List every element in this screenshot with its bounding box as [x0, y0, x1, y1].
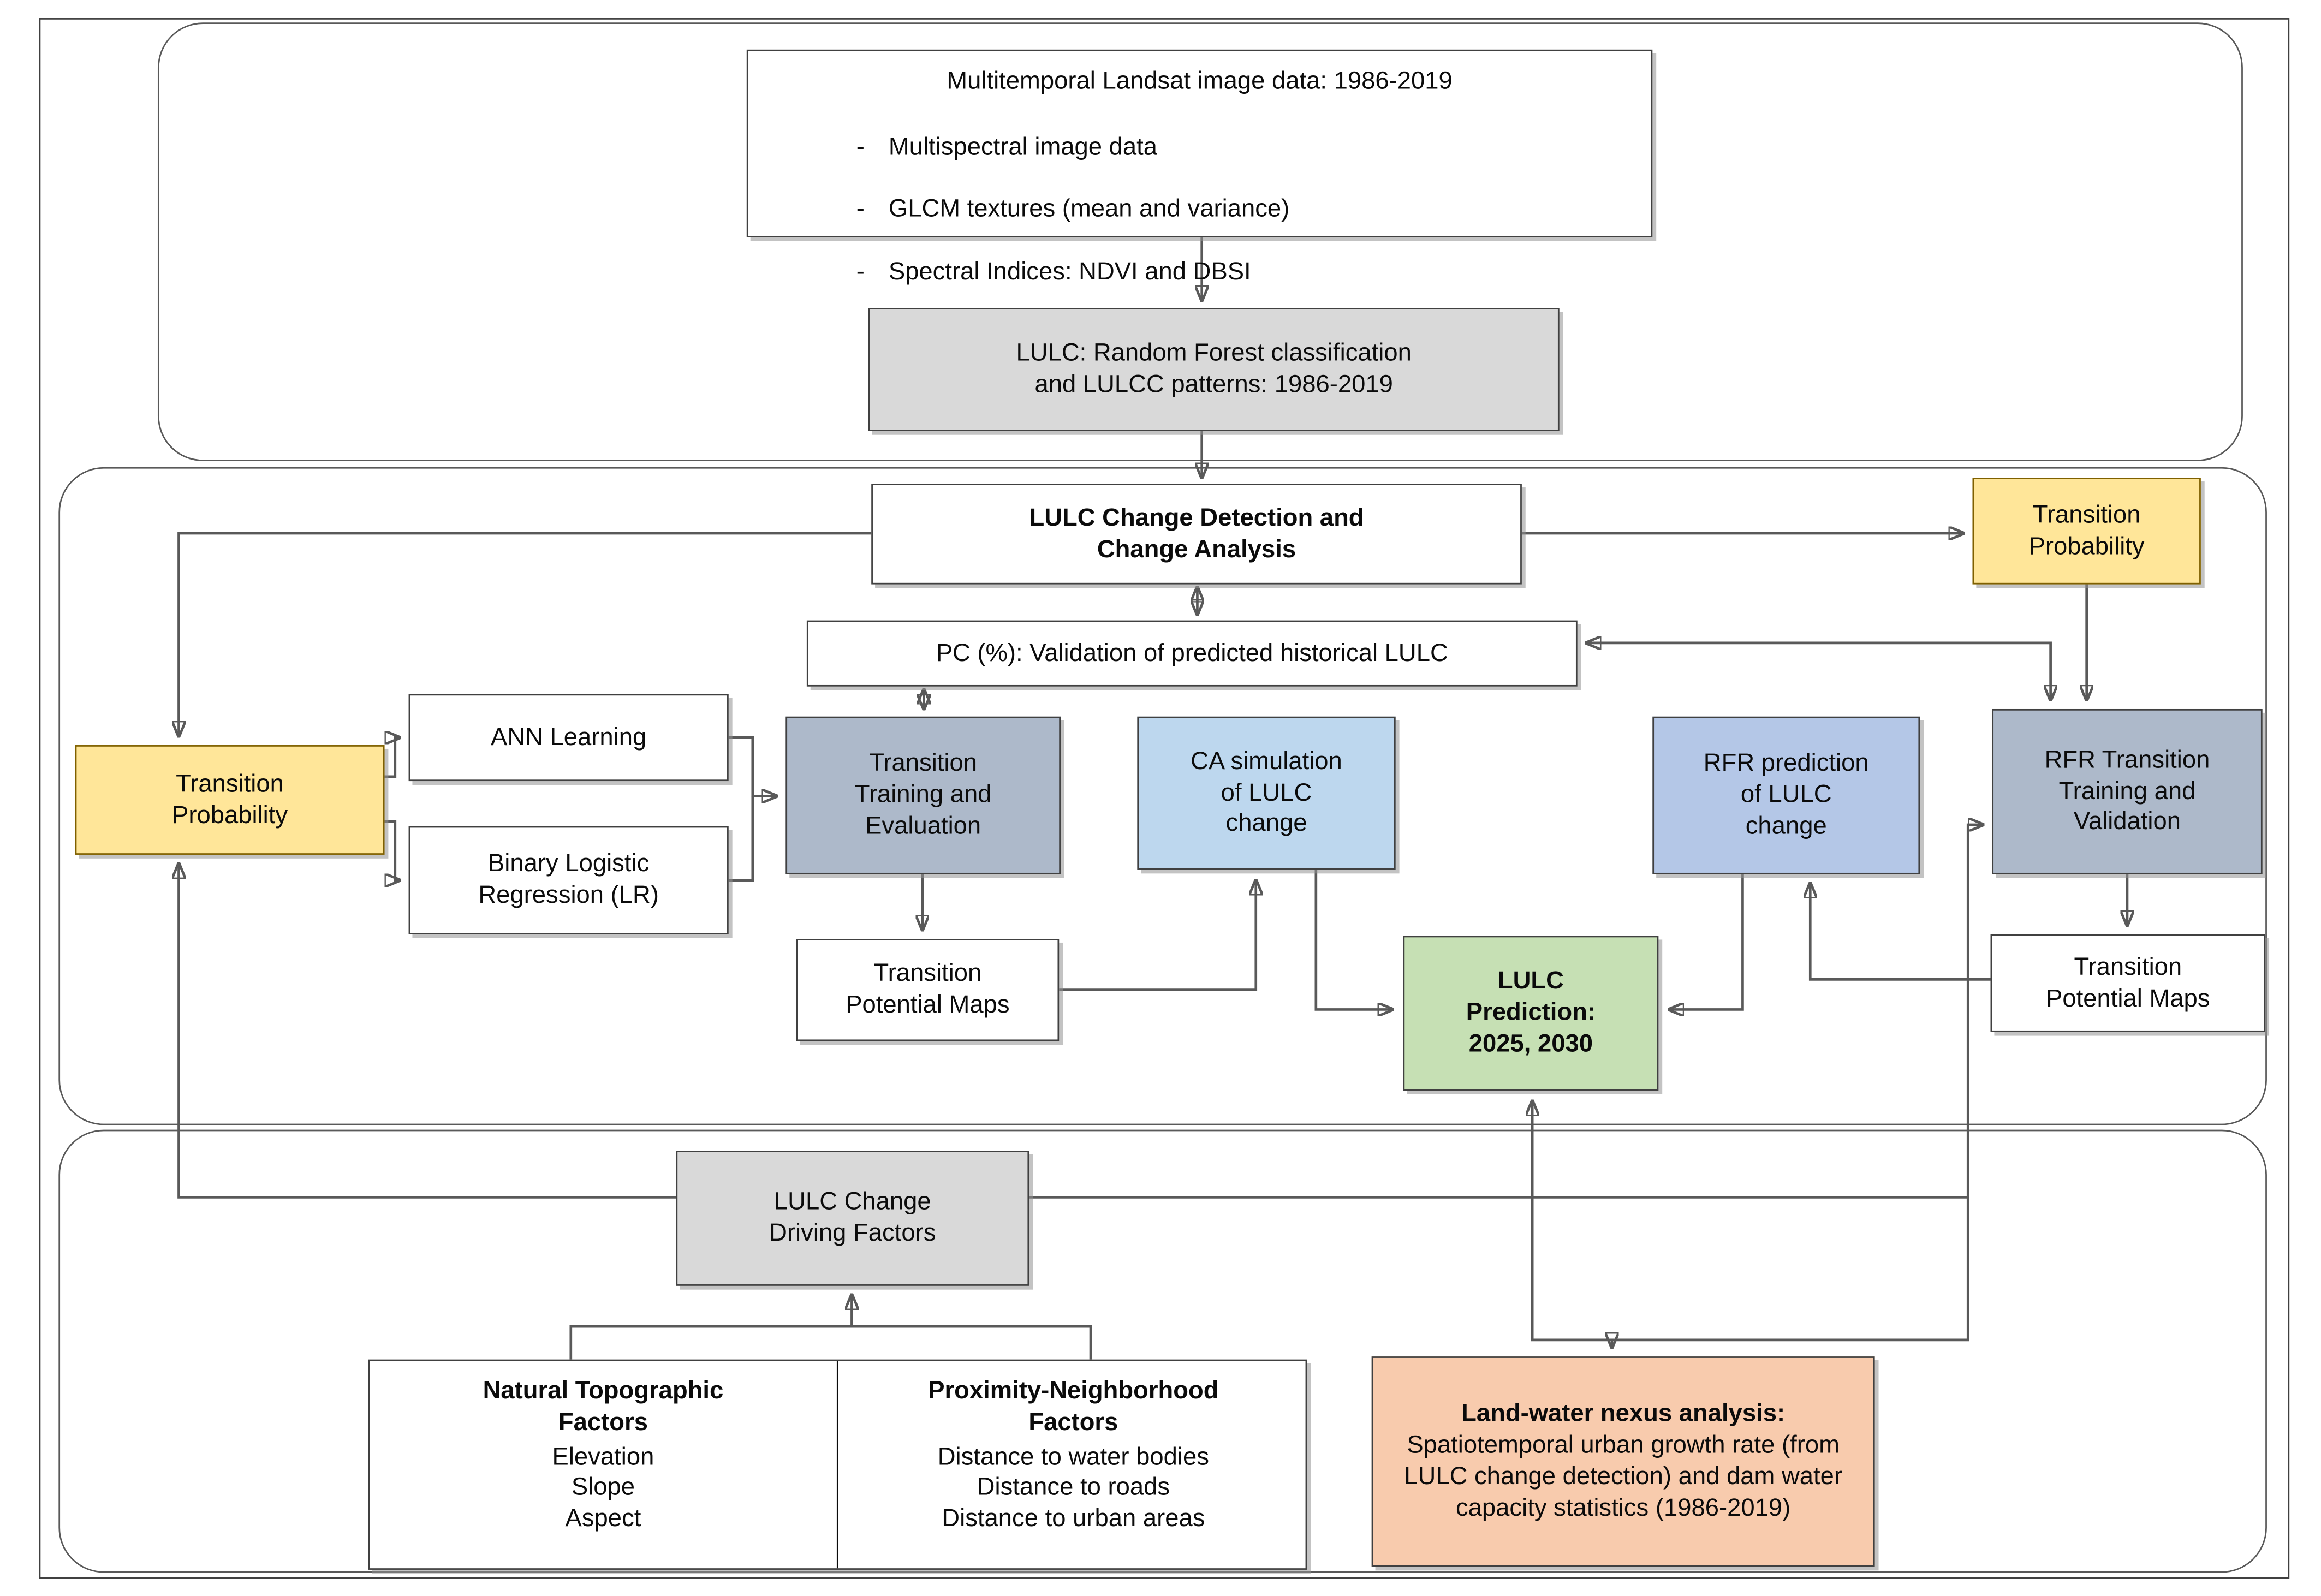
flow-node-rfr-transition-training: RFR Transition Training and Validation [1992, 708, 2263, 874]
connector-tpleft-to-binary [384, 820, 400, 880]
connector-rfrtransition-pc-bidir [1586, 643, 2050, 700]
flow-node-land-water-nexus: Land-water nexus analysis: Spatiotempora… [1371, 1356, 1875, 1567]
connector-binary-join [728, 796, 754, 882]
flow-node-potential-maps-left: Transition Potential Maps [796, 939, 1060, 1041]
proximity-neighborhood-cell: Proximity-Neighborhood Factors Distance … [838, 1361, 1308, 1568]
proximity-factors-items: Distance to water bodies Distance to roa… [838, 1442, 1308, 1535]
landsat-bullet: - Spectral Indices: NDVI and DBSI [856, 257, 1290, 288]
connector-tpleft-to-ann [384, 737, 400, 778]
flow-node-change-detection: LULC Change Detection and Change Analysi… [871, 484, 1522, 585]
connector-rfrpred-to-prediction [1669, 874, 1744, 1010]
bullet-text: Multispectral image data [888, 133, 1158, 160]
stage-drivers-container [58, 1129, 2267, 1573]
natural-factors-items: Elevation Slope Aspect [370, 1442, 837, 1535]
factor-item: Slope [571, 1474, 635, 1502]
bullet-dash: - [856, 258, 865, 285]
flow-node-pc-validation: PC (%): Validation of predicted historic… [806, 620, 1578, 687]
connector-driving-to-rfrtransition [1029, 825, 1983, 1199]
stage-modelling-container [58, 467, 2267, 1125]
outer-frame [39, 18, 2290, 1579]
factor-item: Aspect [565, 1505, 641, 1533]
factor-item: Distance to water bodies [937, 1443, 1210, 1470]
flow-node-binary-logistic-regression: Binary Logistic Regression (LR) [408, 826, 729, 934]
bullet-dash: - [856, 195, 865, 223]
flow-node-transition-probability-right: Transition Probability [1972, 478, 2201, 585]
land-water-title: Land-water nexus analysis: [1461, 1401, 1786, 1428]
landsat-bullet: - GLCM textures (mean and variance) [856, 194, 1290, 225]
factor-item: Elevation [552, 1443, 654, 1470]
factor-item: Distance to roads [977, 1474, 1170, 1502]
bullet-text: GLCM textures (mean and variance) [888, 195, 1290, 223]
flow-node-rfr-prediction: RFR prediction of LULC change [1652, 716, 1920, 874]
connector-ann-join [728, 736, 777, 796]
natural-topographic-cell: Natural Topographic Factors Elevation Sl… [370, 1361, 838, 1569]
connector-detection-to-tpleft [178, 532, 872, 736]
flow-node-driving-factors: LULC Change Driving Factors [676, 1151, 1029, 1286]
land-water-body: Spatiotemporal urban growth rate (from L… [1404, 1432, 1843, 1522]
stage-classification-container [157, 22, 2243, 461]
flow-node-lulc-random-forest: LULC: Random Forest classification and L… [868, 308, 1560, 431]
flow-node-landsat-data: Multitemporal Landsat image data: 1986-2… [746, 49, 1653, 285]
connector-loop-to-prediction [1532, 1101, 1969, 1342]
flow-node-transition-probability-left: Transition Probability [75, 745, 385, 855]
bullet-dash: - [856, 133, 865, 160]
connector-casim-to-prediction [1314, 870, 1392, 1009]
flow-node-ca-simulation: CA simulation of LULC change [1137, 716, 1396, 870]
landsat-title: Multitemporal Landsat image data: 1986-2… [947, 67, 1453, 95]
flow-node-ann-learning: ANN Learning [408, 694, 729, 782]
flow-node-lulc-prediction: LULC Prediction: 2025, 2030 [1403, 936, 1659, 1091]
proximity-factors-title: Proximity-Neighborhood Factors [928, 1377, 1219, 1436]
connector-driving-to-tpleft [178, 863, 676, 1199]
connector-mapsright-to-rfrpred [1810, 883, 1991, 981]
factor-item: Distance to urban areas [942, 1505, 1205, 1533]
connector-factors-bracket [569, 1325, 1092, 1360]
flow-node-potential-maps-right: Transition Potential Maps [1990, 934, 2266, 1032]
flow-node-factor-groups: Natural Topographic Factors Elevation Sl… [368, 1359, 1308, 1570]
bullet-text: Spectral Indices: NDVI and DBSI [888, 258, 1251, 285]
connector-maps-to-casim [1059, 880, 1256, 991]
flow-node-transition-training: Transition Training and Evaluation [785, 716, 1061, 874]
landsat-bullet: - Multispectral image data [856, 132, 1290, 163]
natural-factors-title: Natural Topographic Factors [483, 1377, 724, 1436]
landsat-bullet-list: - Multispectral image data - GLCM textur… [748, 100, 1290, 319]
